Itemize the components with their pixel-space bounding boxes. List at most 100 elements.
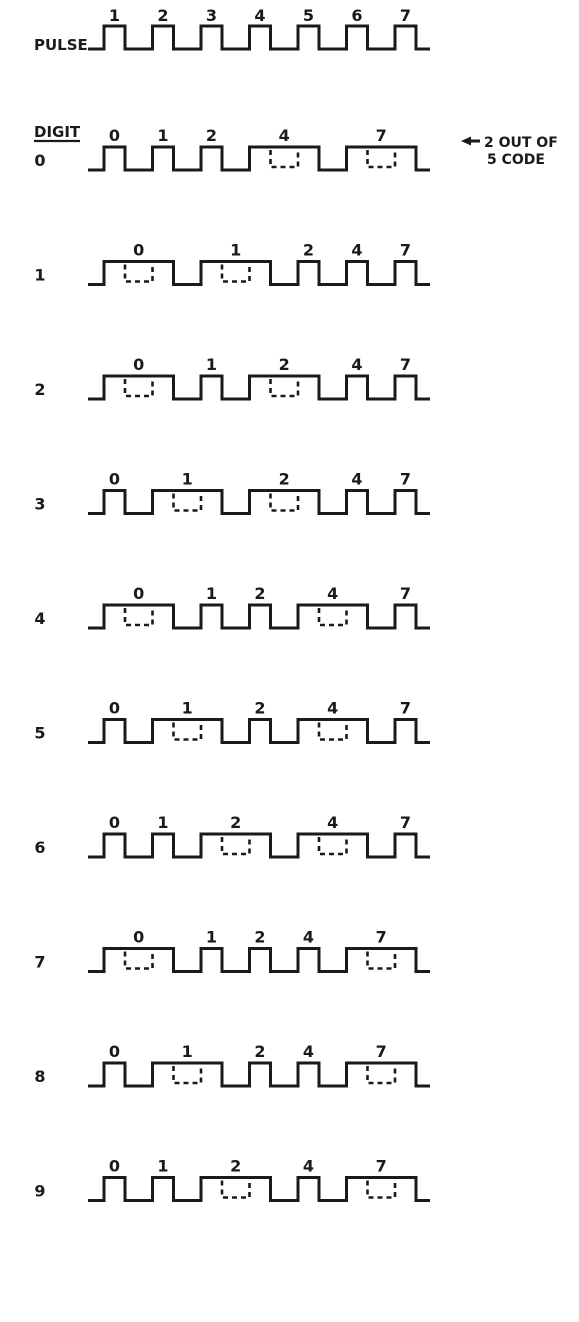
weight-label: 0 xyxy=(133,584,144,603)
code-waveform xyxy=(88,1061,430,1088)
dashed-pulse-boundary xyxy=(220,264,251,283)
weight-label: 4 xyxy=(303,1157,314,1176)
weight-label: 2 xyxy=(254,1042,265,1061)
weight-label: 2 xyxy=(230,1157,241,1176)
pulse-numbers: 1 2 3 4 5 6 7 xyxy=(109,6,411,25)
weight-label: 1 xyxy=(157,126,168,145)
dashed-pulse-boundary xyxy=(269,379,300,398)
weight-label: 7 xyxy=(376,928,387,947)
weight-label: 2 xyxy=(254,699,265,718)
code-waveform xyxy=(88,947,430,973)
pulse-number: 2 xyxy=(157,6,168,25)
weight-label: 0 xyxy=(133,241,144,260)
pulse-number: 3 xyxy=(206,6,217,25)
digit-label: 3 xyxy=(34,495,45,514)
weight-label: 1 xyxy=(230,241,241,260)
dashed-pulse-boundary xyxy=(269,150,300,169)
weight-label: 1 xyxy=(206,355,217,374)
weight-label: 7 xyxy=(400,813,411,832)
pulse-label: PULSE xyxy=(34,36,88,54)
dashed-pulse-boundary xyxy=(220,1180,251,1199)
dashed-pulse-boundary xyxy=(172,1066,203,1085)
weight-label: 1 xyxy=(206,928,217,947)
weight-label: 0 xyxy=(109,126,120,145)
dashed-pulse-boundary xyxy=(123,608,154,627)
weight-label: 2 xyxy=(254,584,265,603)
dashed-pulse-boundary xyxy=(366,1180,397,1199)
pulse-number: 1 xyxy=(109,6,120,25)
code-waveform xyxy=(88,260,430,286)
pulse-waveform xyxy=(88,24,430,51)
weight-label: 7 xyxy=(400,470,411,489)
pulse-number: 6 xyxy=(351,6,362,25)
weight-label: 4 xyxy=(351,241,362,260)
dashed-pulse-boundary xyxy=(172,493,203,512)
pulse-number: 5 xyxy=(303,6,314,25)
weight-label: 2 xyxy=(206,126,217,145)
weight-label: 1 xyxy=(182,1042,193,1061)
dashed-pulse-boundary xyxy=(220,837,251,856)
weight-label: 7 xyxy=(376,1042,387,1061)
header-group: PULSE 1 2 3 4 5 6 7 DIGIT 2 OUT OF 5 CODE xyxy=(34,6,558,168)
digit-heading: DIGIT xyxy=(34,123,81,141)
pulse-number: 4 xyxy=(254,6,265,25)
code-waveform xyxy=(88,374,430,401)
code-waveform xyxy=(88,603,430,630)
weight-label: 1 xyxy=(206,584,217,603)
code-waveform xyxy=(88,832,430,859)
dashed-pulse-boundary xyxy=(317,722,348,741)
code-waveform xyxy=(88,718,430,744)
dashed-pulse-boundary xyxy=(366,1066,397,1085)
dashed-pulse-boundary xyxy=(317,608,348,627)
dashed-pulse-boundary xyxy=(172,722,203,741)
dashed-pulse-boundary xyxy=(366,150,397,169)
code-note-line2: 5 CODE xyxy=(487,152,545,168)
weight-label: 7 xyxy=(400,241,411,260)
digit-label: 6 xyxy=(34,838,45,857)
weight-label: 7 xyxy=(376,1157,387,1176)
weight-label: 4 xyxy=(279,126,290,145)
weight-label: 4 xyxy=(303,1042,314,1061)
weight-label: 1 xyxy=(182,470,193,489)
digit-label: 8 xyxy=(34,1067,45,1086)
dashed-pulse-boundary xyxy=(366,951,397,970)
weight-label: 2 xyxy=(254,928,265,947)
code-waveform xyxy=(88,145,430,172)
arrow-left-icon xyxy=(461,136,480,146)
code-waveform xyxy=(88,1176,430,1202)
dashed-pulse-boundary xyxy=(317,837,348,856)
dashed-pulse-boundary xyxy=(269,493,300,512)
weight-label: 0 xyxy=(109,1042,120,1061)
digit-label: 0 xyxy=(34,151,45,170)
digit-label: 4 xyxy=(34,609,45,628)
weight-label: 1 xyxy=(157,1157,168,1176)
weight-label: 0 xyxy=(133,928,144,947)
code-note: 2 OUT OF 5 CODE xyxy=(461,135,558,168)
digit-label: 7 xyxy=(34,953,45,972)
dashed-pulse-boundary xyxy=(123,379,154,398)
weight-label: 7 xyxy=(400,699,411,718)
digit-label: 2 xyxy=(34,380,45,399)
digit-label: 5 xyxy=(34,724,45,743)
weight-label: 0 xyxy=(133,355,144,374)
weight-label: 4 xyxy=(303,928,314,947)
weight-label: 0 xyxy=(109,470,120,489)
dashed-pulse-boundary xyxy=(123,264,154,283)
pulse-number: 7 xyxy=(400,6,411,25)
digit-row: 7 0 1 2 4 7 xyxy=(34,928,430,973)
weight-label: 2 xyxy=(230,813,241,832)
weight-label: 2 xyxy=(279,470,290,489)
weight-label: 4 xyxy=(327,813,338,832)
code-waveform xyxy=(88,489,430,515)
weight-label: 7 xyxy=(400,584,411,603)
weight-label: 7 xyxy=(376,126,387,145)
